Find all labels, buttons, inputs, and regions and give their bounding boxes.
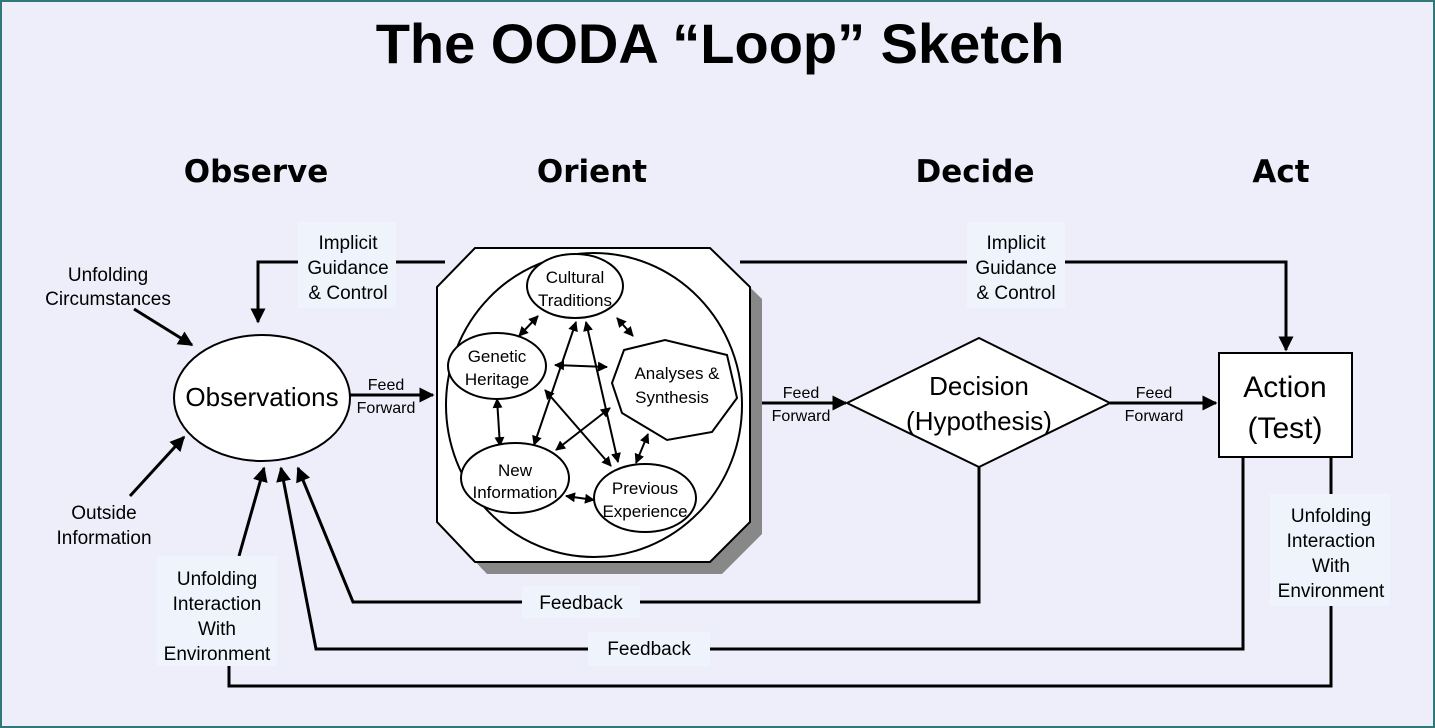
label-box [157,556,277,666]
node-previous-experience: Previous Experience [593,463,697,533]
arrow-newinfo-previous [565,492,595,504]
label-box [588,632,710,666]
node-analyses-synthesis: Analyses & Synthesis [610,338,739,442]
phase-observe: Observe [184,154,329,190]
label-feedback-1: Feedback [539,593,623,614]
svg-text:Feed: Feed [368,377,404,394]
label-feedback-2: Feedback [607,639,691,660]
svg-text:With: With [1312,556,1350,577]
svg-text:Unfolding: Unfolding [1291,506,1371,527]
svg-text:& Control: & Control [308,283,387,304]
observations-label: Observations [185,382,338,412]
arrow-cultural-newinfo [532,321,578,446]
arrow-cultural-analyses [616,317,634,337]
svg-text:(Hypothesis): (Hypothesis) [906,406,1052,436]
svg-text:Interaction: Interaction [1287,531,1376,552]
svg-text:Interaction: Interaction [173,594,262,615]
svg-text:Forward: Forward [357,400,416,417]
label-box [522,586,640,618]
svg-text:Feed: Feed [783,385,819,402]
svg-text:Unfolding: Unfolding [177,569,257,590]
node-genetic-heritage: Genetic Heritage [447,332,547,400]
unfolding-circumstances-arrow [133,307,194,347]
page-title: The OODA “Loop” Sketch [376,12,1065,75]
svg-text:Environment: Environment [164,644,271,665]
svg-text:Forward: Forward [772,408,831,425]
svg-text:Cultural: Cultural [546,268,605,287]
svg-text:New: New [498,461,533,480]
label-outside-information: Outside Information [56,503,151,549]
label-box [1270,494,1390,606]
label-implicit-guidance-left: Implicit Guidance & Control [307,233,388,304]
node-orient: Cultural Traditions Genetic Heritage Ana… [436,247,762,574]
phase-orient: Orient [537,154,647,190]
label-feed-forward-3: Feed Forward [1125,385,1184,425]
label-unfolding-interaction-right: Unfolding Interaction With Environment [1278,506,1385,602]
feedback-decision-arrow [296,466,981,604]
svg-text:Guidance: Guidance [975,258,1056,279]
label-box [298,222,396,308]
arrow-genetic-newinfo [492,398,505,447]
decision-diamond [844,336,1113,469]
svg-text:Experience: Experience [602,502,687,521]
svg-text:Feed: Feed [1136,385,1172,402]
svg-text:Implicit: Implicit [986,233,1046,254]
node-action: Action (Test) [1218,352,1353,458]
svg-text:Heritage: Heritage [465,370,529,389]
implicit-guidance-right-arrow [740,260,1294,352]
phase-decide: Decide [916,154,1035,190]
label-feed-forward-1: Feed Forward [357,377,416,417]
label-box [967,222,1065,308]
svg-text:Guidance: Guidance [307,258,388,279]
svg-text:& Control: & Control [976,283,1055,304]
svg-text:Outside: Outside [71,503,136,524]
label-unfolding-circumstances: Unfolding Circumstances [45,265,171,310]
unfolding-interaction-arrow [237,466,268,557]
node-observations: Observations [173,334,351,462]
node-cultural-traditions: Cultural Traditions [526,253,624,319]
orient-circle [445,252,743,558]
svg-text:Synthesis: Synthesis [635,388,709,407]
node-new-information: New Information [460,442,570,514]
svg-text:Forward: Forward [1125,408,1184,425]
svg-text:Traditions: Traditions [538,291,612,310]
label-unfolding-interaction-left: Unfolding Interaction With Environment [164,569,271,665]
connectors [128,260,1333,688]
svg-text:Genetic: Genetic [468,347,527,366]
orient-inner-arrows [492,315,650,504]
arrow-analyses-previous [634,433,650,464]
observations-ellipse [173,334,351,462]
svg-text:Analyses &: Analyses & [634,364,720,383]
node-decision: Decision (Hypothesis) [844,336,1113,469]
label-implicit-guidance-right: Implicit Guidance & Control [975,233,1056,304]
svg-text:Information: Information [56,528,151,549]
svg-text:Decision: Decision [929,371,1029,401]
svg-text:Information: Information [472,483,557,502]
action-box [1218,352,1353,458]
svg-text:Circumstances: Circumstances [45,289,171,310]
svg-text:Unfolding: Unfolding [68,265,148,286]
svg-text:Environment: Environment [1278,581,1385,602]
unfolding-interaction-line [227,458,1333,688]
svg-text:Action: Action [1243,371,1326,404]
outside-information-arrow [128,435,186,498]
feedback-action-arrow [276,458,1245,651]
svg-text:Implicit: Implicit [318,233,378,254]
svg-text:Previous: Previous [612,479,678,498]
arrow-cultural-genetic [518,315,539,337]
svg-text:With: With [198,619,236,640]
svg-text:(Test): (Test) [1248,412,1323,445]
label-feed-forward-2: Feed Forward [772,385,831,425]
phase-act: Act [1252,154,1309,190]
arrow-analyses-newinfo [555,407,611,451]
